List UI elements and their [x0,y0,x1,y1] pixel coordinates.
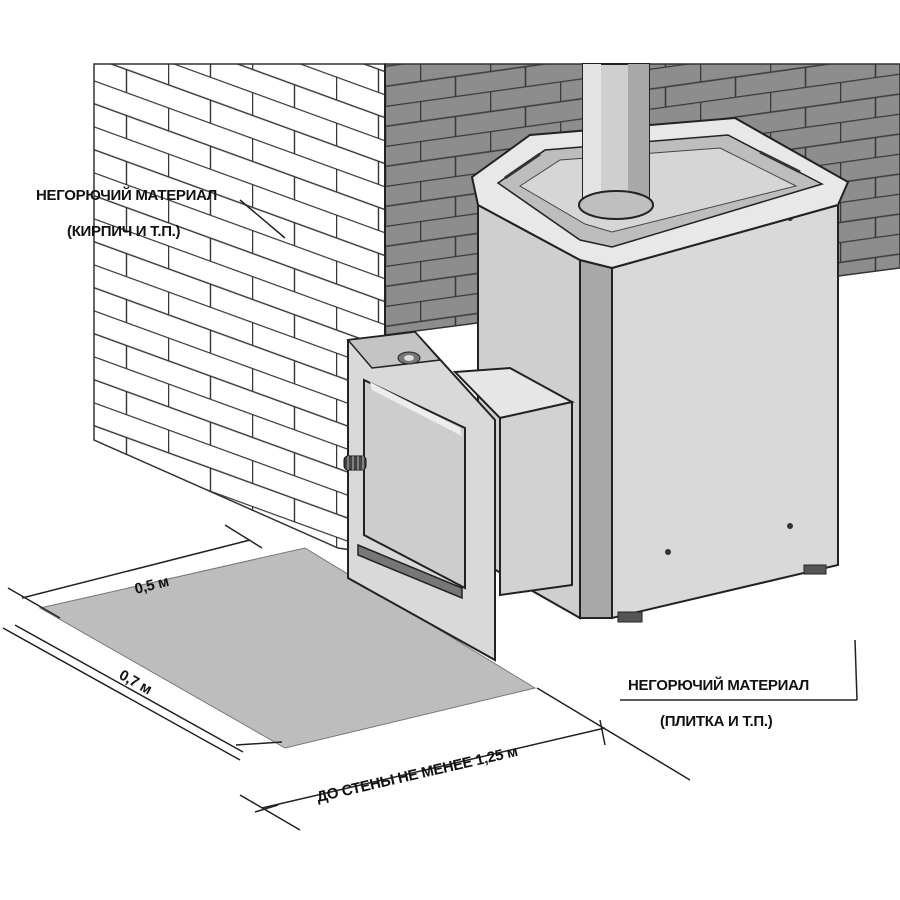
floor-protection-sheet [38,547,537,749]
dimension-lines [2,199,858,831]
door-handle-icon[interactable] [343,455,367,471]
firebox-tunnel-side [499,400,573,597]
dimension-to-wall-label: ДО СТЕНЫ НЕ МЕНЕЕ 1,25 м [315,743,519,806]
sauna-stove [343,63,850,662]
brick-wall-left-face [93,63,386,556]
firebox-door[interactable] [363,378,466,590]
stove-front-panel [579,258,613,619]
logo-emblem-icon [397,351,421,365]
wall-material-title: НЕГОРЮЧИЙ МАТЕРИАЛ [36,186,217,204]
ash-pan-slot[interactable] [357,543,463,600]
wall-material-note: (КИРПИЧ И Т.П.) [67,223,181,240]
floor-material-note: (ПЛИТКА И Т.П.) [660,713,773,730]
floor-material-title: НЕГОРЮЧИЙ МАТЕРИАЛ [628,676,809,694]
stove-main-panel [611,203,839,620]
